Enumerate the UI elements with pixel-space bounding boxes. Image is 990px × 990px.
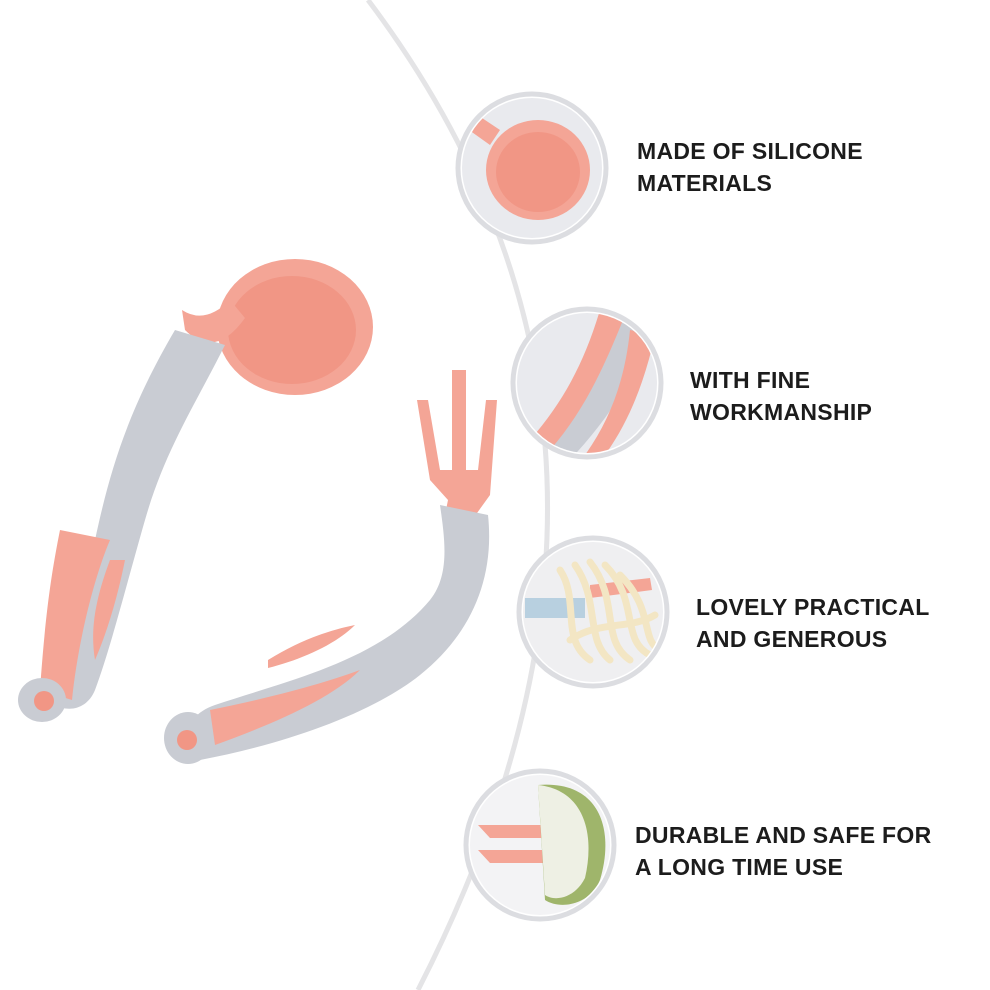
feature-line: MADE OF SILICONE	[637, 138, 863, 164]
feature-silicone-text: MADE OF SILICONE MATERIALS	[637, 135, 863, 199]
spoon-illustration	[18, 259, 373, 722]
feature-line: AND GENEROUS	[696, 626, 888, 652]
melon-thumbnail	[463, 768, 617, 922]
feature-practical-text: LOVELY PRACTICAL AND GENEROUS	[696, 591, 930, 655]
feature-line: WORKMANSHIP	[690, 399, 873, 425]
feature-line: MATERIALS	[637, 170, 773, 196]
fork-illustration	[164, 370, 497, 764]
feature-line: WITH FINE	[690, 367, 811, 393]
feature-line: DURABLE AND SAFE FOR	[635, 822, 932, 848]
feature-workmanship-text: WITH FINE WORKMANSHIP	[690, 364, 872, 428]
feature-line: A LONG TIME USE	[635, 854, 844, 880]
feature-durable-text: DURABLE AND SAFE FOR A LONG TIME USE	[635, 819, 931, 883]
workmanship-detail-thumbnail	[510, 306, 664, 460]
noodles-thumbnail	[516, 535, 670, 689]
feature-line: LOVELY PRACTICAL	[696, 594, 930, 620]
silicone-detail-thumbnail	[455, 91, 609, 245]
